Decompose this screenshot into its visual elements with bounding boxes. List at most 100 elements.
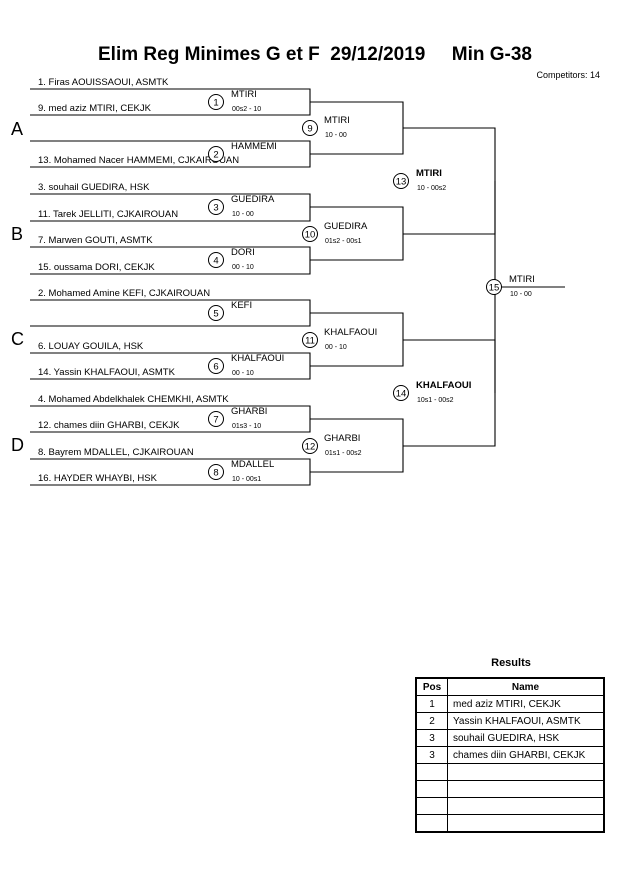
results-pos (415, 780, 448, 798)
competitor-entry: 8. Bayrem MDALLEL, CJKAIROUAN (38, 447, 194, 458)
match-winner: GUEDIRA (231, 194, 275, 205)
results-title: Results (491, 657, 531, 669)
match-number: 13 (396, 177, 407, 188)
competitor-entry: 11. Tarek JELLITI, CJKAIROUAN (38, 209, 178, 220)
match-number-circle (208, 146, 224, 162)
match-winner: MDALLEL (231, 459, 274, 470)
results-name (447, 780, 605, 798)
match-connector (310, 101, 404, 155)
results-pos (415, 763, 448, 781)
competitor-entry: 1. Firas AOUISSAOUI, ASMTK (38, 77, 169, 88)
match-number: 9 (307, 124, 312, 135)
match-winner: KHALFAOUI (416, 380, 471, 391)
results-pos: 2 (415, 712, 448, 730)
match-winner: GHARBI (324, 433, 360, 444)
match-winner: MTIRI (324, 115, 350, 126)
match-number: 2 (213, 150, 218, 161)
match-winner: KEFI (231, 300, 252, 311)
match-connector (310, 312, 404, 367)
match-score: 10 - 00 (325, 132, 347, 139)
match-connector (403, 339, 496, 447)
match-number-circle (486, 279, 502, 295)
results-name: med aziz MTIRI, CEKJK (447, 695, 605, 713)
match-winner: MTIRI (231, 89, 257, 100)
results-pos (415, 797, 448, 815)
match-number: 7 (213, 415, 218, 426)
match-number-circle (302, 332, 318, 348)
pool-label: D (11, 435, 24, 455)
match-score: 10 - 00s1 (232, 476, 261, 483)
match-score: 10 - 00 (510, 291, 532, 298)
match-winner: MTIRI (509, 274, 535, 285)
match-connector (210, 246, 311, 275)
results-header-pos: Pos (415, 677, 448, 696)
match-number: 6 (213, 362, 218, 373)
results-name: Yassin KHALFAOUI, ASMTK (447, 712, 605, 730)
competitor-entry: 13. Mohamed Nacer HAMMEMI, CJKAIROUAN (38, 155, 239, 166)
match-winner: KHALFAOUI (231, 353, 284, 364)
match-number: 11 (305, 336, 315, 347)
results-name (447, 763, 605, 781)
match-score: 10 - 00s2 (417, 185, 446, 192)
match-winner: DORI (231, 247, 255, 258)
results-pos: 1 (415, 695, 448, 713)
match-number-circle (302, 226, 318, 242)
match-number-circle (208, 358, 224, 374)
pool-label: A (11, 119, 23, 139)
results-row (415, 780, 605, 798)
match-number-circle (208, 199, 224, 215)
match-score: 00 - 10 (232, 264, 254, 271)
match-connector (210, 299, 311, 327)
match-number-circle (208, 252, 224, 268)
results-name: souhail GUEDIRA, HSK (447, 729, 605, 747)
results-pos: 3 (415, 746, 448, 764)
match-number-circle (393, 385, 409, 401)
pool-label: C (11, 329, 24, 349)
results-header-name: Name (447, 677, 605, 696)
match-connector (310, 206, 404, 261)
competitor-entry: 12. chames diin GHARBI, CEKJK (38, 420, 180, 431)
competitor-entry: 3. souhail GUEDIRA, HSK (38, 182, 150, 193)
results-row (415, 763, 605, 781)
pool-label: B (11, 224, 23, 244)
match-number: 14 (396, 389, 407, 400)
match-score: 01s3 - 10 (232, 423, 261, 430)
results-name (447, 797, 605, 815)
match-number: 5 (213, 309, 218, 320)
competitor-entry: 7. Marwen GOUTI, ASMTK (38, 235, 153, 246)
results-row (415, 797, 605, 815)
match-score: 00 - 10 (325, 344, 347, 351)
results-name (447, 814, 605, 833)
competitor-entry: 15. oussama DORI, CEKJK (38, 262, 155, 273)
competitor-entry: 4. Mohamed Abdelkhalek CHEMKHI, ASMTK (38, 394, 229, 405)
match-number: 12 (305, 442, 316, 453)
match-number-circle (393, 173, 409, 189)
match-number-circle (208, 94, 224, 110)
competitor-entry: 14. Yassin KHALFAOUI, ASMTK (38, 367, 176, 378)
match-number-circle (302, 120, 318, 136)
match-connector (310, 418, 404, 473)
match-winner: KHALFAOUI (324, 327, 377, 338)
match-winner: GHARBI (231, 406, 267, 417)
results-pos (415, 814, 448, 833)
match-number: 8 (213, 468, 218, 479)
match-score: 00s2 - 10 (232, 106, 261, 113)
match-winner: HAMMEMI (231, 141, 277, 152)
match-number: 10 (305, 230, 316, 241)
competitor-entry: 2. Mohamed Amine KEFI, CJKAIROUAN (38, 288, 210, 299)
competitor-entry: 6. LOUAY GOUILA, HSK (38, 341, 144, 352)
competitors-count: Competitors: 14 (536, 70, 600, 80)
match-score: 10 - 00 (232, 211, 254, 218)
match-number-circle (302, 438, 318, 454)
match-winner: MTIRI (416, 168, 442, 179)
results-row (415, 814, 605, 833)
match-number-circle (208, 464, 224, 480)
match-score: 00 - 10 (232, 370, 254, 377)
match-number: 4 (213, 256, 218, 267)
